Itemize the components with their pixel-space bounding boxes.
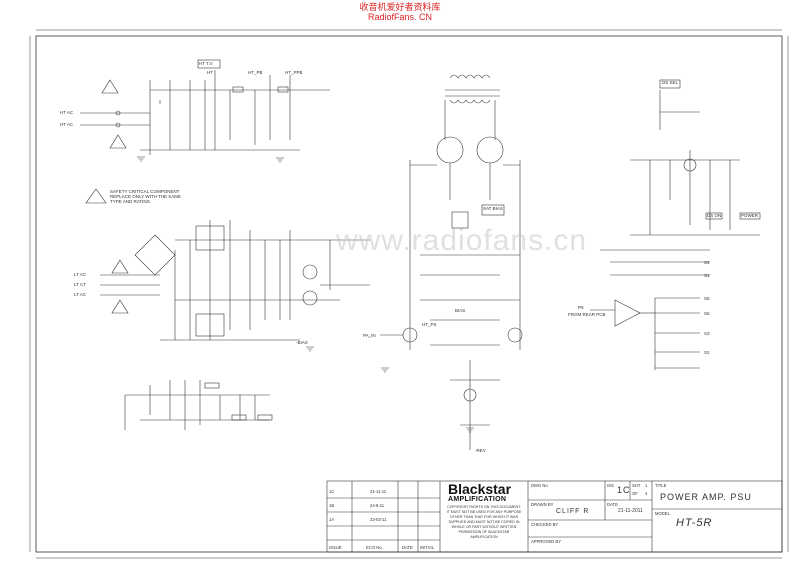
iss-label: ISS [607,483,614,488]
power-box [739,212,761,220]
ds-sel-box [659,79,681,89]
label-ht-pb: HT_PB [248,70,263,75]
label-ds-sel: DS SEL [662,80,679,85]
brand-name: Blackstar [448,481,512,497]
drawn-by-label: DRAWN BY [531,502,554,507]
sht-value: 1 [645,483,648,488]
transistor-q-lt1 [302,264,318,280]
label-ht: HT [207,70,213,75]
power-tube-section [380,74,523,450]
safety-warning-icon [85,188,107,204]
label-p9: P9 [578,305,584,310]
label-minus-rev: -REV [475,448,486,453]
label-sat-bias: SAT BIAS [483,206,503,211]
issue-row-1-date: 21-11-11 [370,489,387,494]
col-eco: ECO No. [366,545,383,550]
iss-value: 1C [617,485,631,495]
col-date: DATE [402,545,413,550]
issue-row-1-id: 1C [329,489,335,494]
transistor-q-ds [683,158,697,172]
opamp-u4 [614,299,641,327]
mosfet-q2 [507,327,523,343]
label-ht-ac-2: HT AC [60,122,74,127]
ht-tv-box [197,59,221,69]
col-issue: ISSUE [329,545,342,550]
drawing-border [35,35,783,553]
dwg-no-label: DWG No [531,483,548,488]
label-lt-ct: LT CT [74,282,87,287]
ds-on-box [705,212,723,220]
col-initial: INITIAL [420,545,435,550]
label-ht-ppb: HT_PPB [285,70,303,75]
issue-row-3-id: 1A [329,517,335,522]
label-bias: BIAS [455,308,466,313]
drawn-by-value: CLIFF R [556,508,590,515]
watermark-line-1: 收音机爱好者资料库 [359,2,441,12]
label-neg-bias: -BIAS [296,340,308,345]
switch-section [590,79,761,370]
label-s2: S2 [704,350,710,355]
of-value: 4 [645,491,648,496]
model-label: MODEL [655,511,670,516]
bias-transistor [451,211,469,229]
ground-symbols [137,156,474,433]
aux-regulator-circuit [124,380,273,430]
center-watermark: www.radiofans.cn [336,224,588,257]
sht-label: SHT [632,483,641,488]
ht-supply-circuit [80,59,330,155]
label-s3: S3 [704,331,710,336]
brand-sub: AMPLIFICATION [448,496,507,503]
label-pa-in: PA_IN [363,333,376,338]
drawing-title: POWER AMP. PSU [660,492,752,502]
border-ticks [29,29,789,559]
transistor-q3 [463,388,477,402]
title-label: TITLE [655,483,667,488]
issue-row-3-date: 23-03-11 [370,517,387,522]
issue-row-2-id: 1B [329,503,335,508]
blackstar-logo: Blackstar AMPLIFICATION [448,482,520,504]
label-s5: S5 [704,311,710,316]
date-label: DATE [607,502,618,507]
date-value: 21-11-2011 [618,508,643,514]
model-value: HT-5R [676,517,713,529]
of-label: OF [632,491,638,496]
tube-v2 [476,136,504,164]
label-lt-ac-2: LT AC [74,292,87,297]
label-s4: S4 [704,260,710,265]
label-ds-on: DS ON [707,213,722,218]
label-lt-ac-1: LT AC [74,272,87,277]
label-power: POWER [741,213,759,218]
copyright-notice: COPYRIGHT RIGHTS ON THIS DOCUMENT. IT MU… [446,505,522,539]
sat-bias-box [481,204,505,216]
label-ht-ac-1: HT AC [60,110,74,115]
issue-row-2-date: 24-8-11 [370,503,385,508]
label-ht-ps: HT_PS [422,322,437,327]
transistor-q-lt2 [302,290,318,306]
safety-note: SAFETY CRITICAL COMPONENT REPLACE ONLY W… [110,189,182,204]
title-block-grid [326,480,783,553]
approved-by-label: APPROVED BY [531,539,562,544]
lt-supply-circuit [100,220,370,341]
label-s1: S1 [704,273,710,278]
checked-by-label: CHECKED BY [531,522,559,527]
watermark-line-2: RadiofFans. CN [367,12,433,22]
label-ht-tv: HT T.V [199,61,213,66]
label-from-rear-pcb: FROM REAR PCB [568,312,606,317]
label-s6: S6 [704,296,710,301]
tube-v1 [436,136,464,164]
